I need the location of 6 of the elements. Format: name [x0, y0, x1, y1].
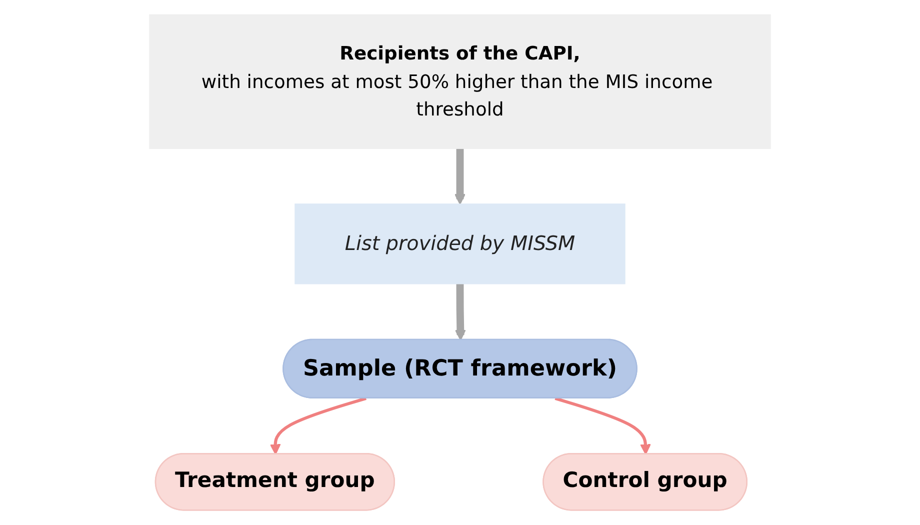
arrow: [554, 396, 651, 455]
arrow: [454, 284, 466, 341]
node-box: List provided by MISSM: [294, 204, 626, 284]
arrow: [454, 148, 466, 205]
arrow: [270, 396, 367, 455]
node-box: Recipients of the CAPI, with incomes at most 50% higher than the MIS income threshold: [149, 14, 771, 149]
